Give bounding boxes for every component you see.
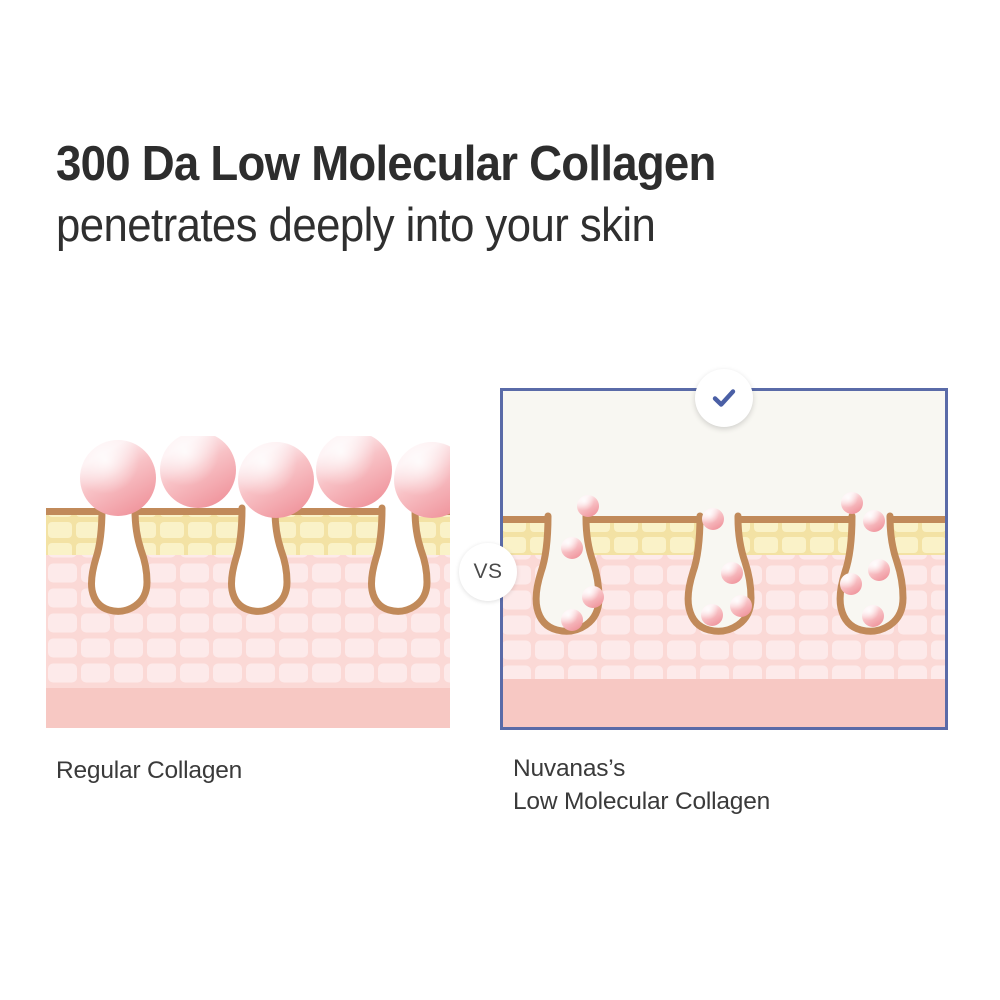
vs-label: VS — [473, 560, 503, 583]
collagen-molecule-small — [561, 492, 890, 631]
nuvanas-collagen-diagram — [500, 388, 948, 730]
collagen-molecule-large — [80, 436, 450, 518]
headline: 300 Da Low Molecular Collagen penetrates… — [56, 138, 936, 252]
vs-badge: VS — [459, 543, 517, 601]
skin-cross-section-right — [503, 391, 945, 727]
headline-line-2: penetrates deeply into your skin — [56, 197, 656, 251]
check-badge — [695, 369, 753, 427]
caption-nuvanas-collagen: Nuvanas’s Low Molecular Collagen — [513, 755, 771, 816]
check-icon — [712, 389, 736, 407]
headline-line-1: 300 Da Low Molecular Collagen — [56, 137, 716, 191]
regular-collagen-diagram — [46, 436, 450, 728]
caption-regular-collagen: Regular Collagen — [56, 757, 243, 784]
skin-cross-section-left — [46, 436, 450, 728]
